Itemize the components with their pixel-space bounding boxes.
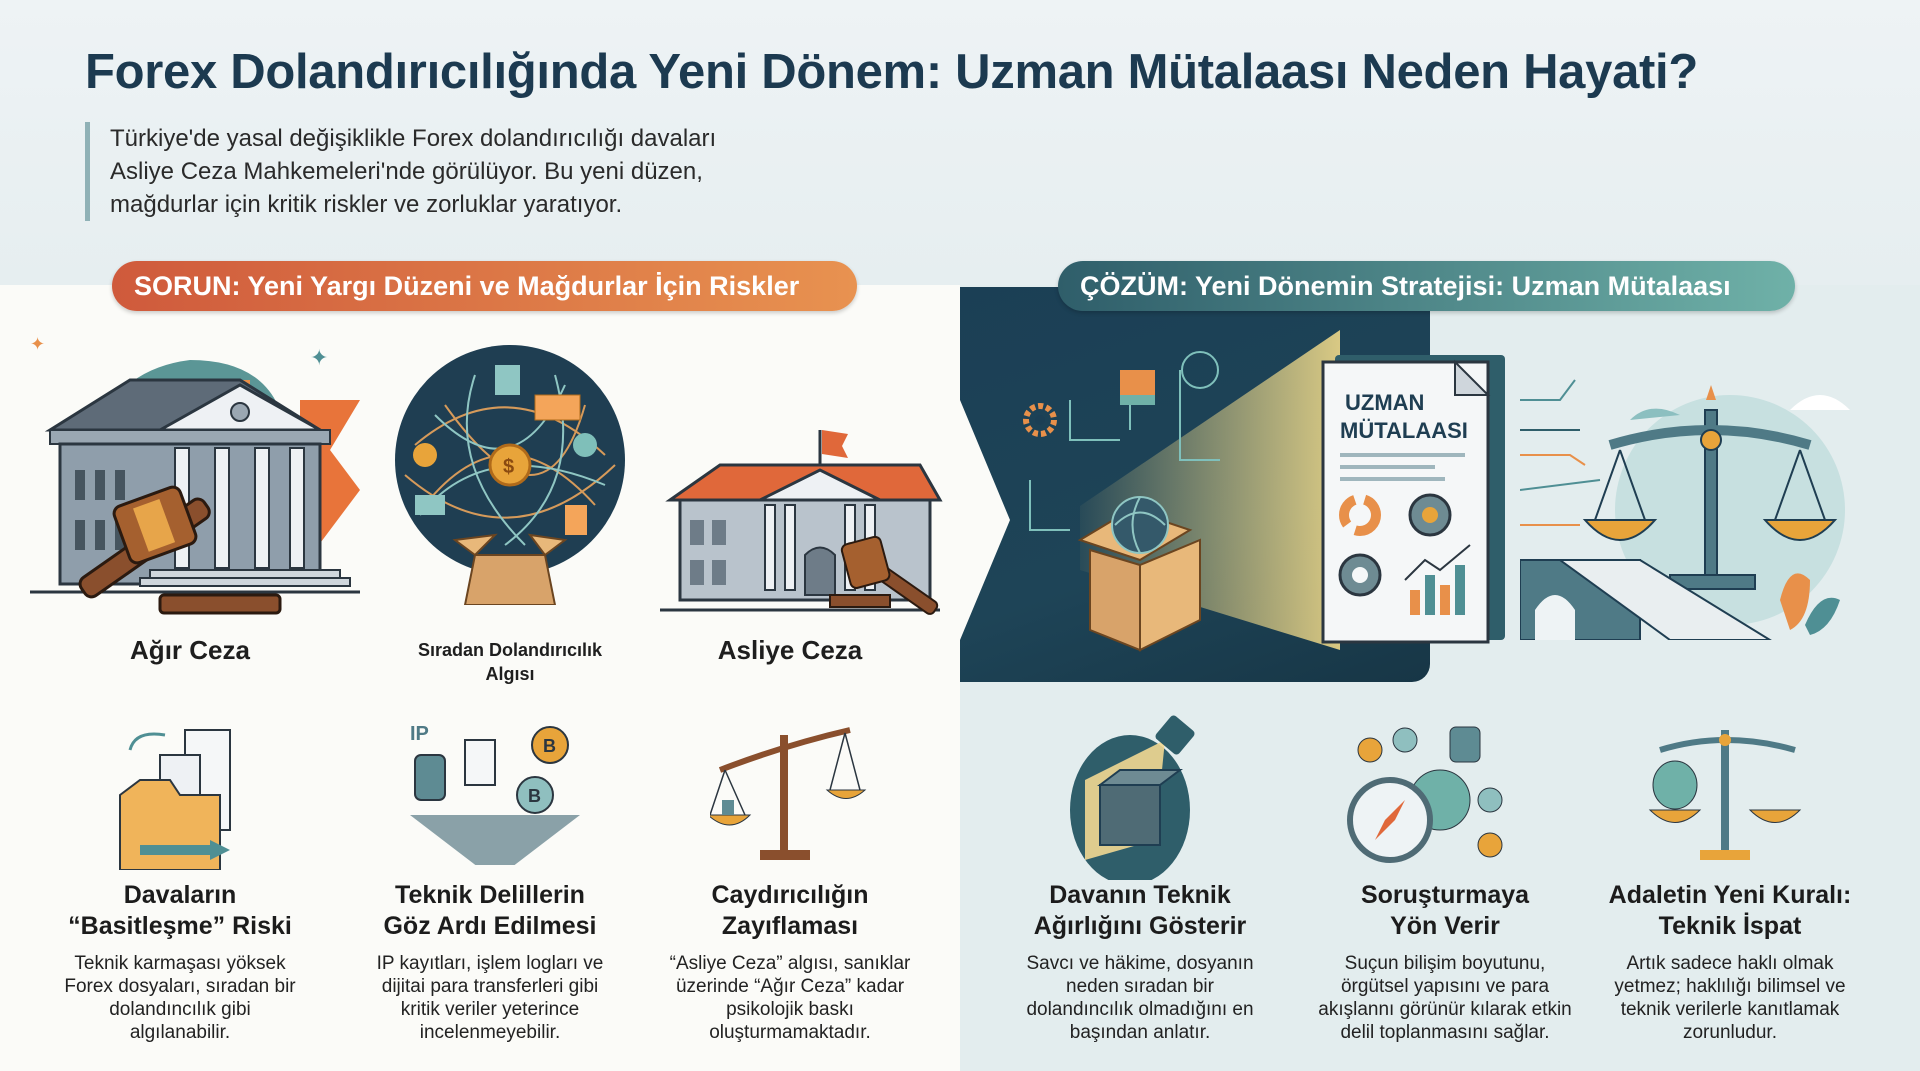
- card-basitlesme-riski: Davaların“Basitleşme” Riski Teknik karma…: [30, 880, 330, 1044]
- intro-quote: Türkiye'de yasal değişiklikle Forex dola…: [85, 122, 845, 221]
- folder-documents-icon: [119, 729, 231, 870]
- box-circuit-icon: [1023, 351, 1220, 652]
- unbalanced-scale-icon: [710, 727, 867, 860]
- expert-report-document-icon: UZMAN MÜTALAASI: [1321, 355, 1505, 644]
- compass-money-flow-icon: [1347, 726, 1503, 863]
- svg-text:IP: IP: [410, 723, 429, 745]
- card-title: Davaların“Basitleşme” Riski: [68, 881, 292, 940]
- solution-banner: ÇÖZÜM: Yeni Dönemin Stratejisi: Uzman Mü…: [1058, 261, 1795, 311]
- label-line: Algısı: [485, 664, 535, 684]
- card-title: Adaletin Yeni Kuralı:Teknik İspat: [1608, 881, 1852, 940]
- spotlight-cube-icon: [1070, 715, 1195, 880]
- intro-line: Asliye Ceza Mahkemeleri'nde görülüyor. B…: [110, 158, 703, 185]
- report-title-line2: MÜTALAASI: [1340, 418, 1468, 443]
- svg-text:B: B: [543, 736, 556, 756]
- card-text: Suçun bilişim boyutunu,örgütsel yapısını…: [1318, 953, 1572, 1043]
- label-siradan-dolandiricilik: Sıradan Dolandırıcılık Algısı: [385, 638, 635, 686]
- intro-line: Türkiye'de yasal değişiklikle Forex dola…: [110, 125, 717, 152]
- page-title: Forex Dolandırıcılığında Yeni Dönem: Uzm…: [85, 45, 1698, 99]
- label-line: Sıradan Dolandırıcılık: [417, 640, 603, 660]
- money-network-box-icon: $: [395, 345, 625, 605]
- svg-text:$: $: [503, 456, 514, 478]
- justice-scale-bridge-icon: [1520, 379, 1850, 640]
- courthouse-gavel-icon: ✦ ✦: [30, 334, 360, 615]
- svg-text:✦: ✦: [310, 345, 328, 370]
- label-agir-ceza: Ağır Ceza: [130, 635, 250, 665]
- label-asliye-ceza: Asliye Ceza: [717, 635, 863, 665]
- header-band: [0, 0, 1920, 285]
- svg-text:✦: ✦: [30, 334, 45, 354]
- card-teknik-ispat: Adaletin Yeni Kuralı:Teknik İspat Artık …: [1580, 880, 1880, 1044]
- ip-data-funnel-icon: IP B B: [410, 723, 580, 865]
- arrow-transition-shape: [960, 400, 1010, 640]
- svg-text:B: B: [528, 786, 541, 806]
- brain-scale-icon: [1648, 730, 1802, 860]
- small-courthouse-gavel-icon: [660, 430, 943, 615]
- intro-line: mağdurlar için kritik riskler ve zorlukl…: [110, 191, 623, 218]
- report-title-line1: UZMAN: [1345, 390, 1424, 415]
- problem-banner: SORUN: Yeni Yargı Düzeni ve Mağdurlar İç…: [112, 261, 857, 311]
